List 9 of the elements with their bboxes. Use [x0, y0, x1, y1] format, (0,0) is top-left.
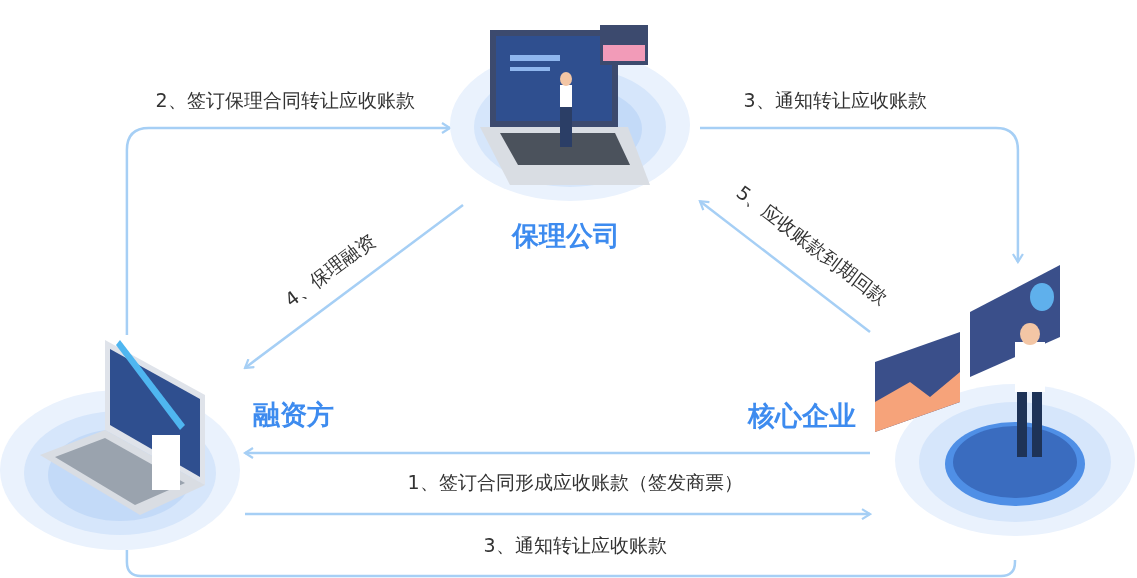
- node-label: 融资方: [253, 399, 334, 432]
- arrow: [243, 446, 870, 460]
- node-label: 核心企业: [748, 400, 856, 433]
- arrow: [698, 200, 871, 333]
- node-label: 保理公司: [512, 220, 620, 253]
- arrow: [243, 204, 464, 369]
- arrow: [700, 126, 1024, 264]
- arrow: [125, 121, 452, 335]
- arrow: [245, 508, 872, 521]
